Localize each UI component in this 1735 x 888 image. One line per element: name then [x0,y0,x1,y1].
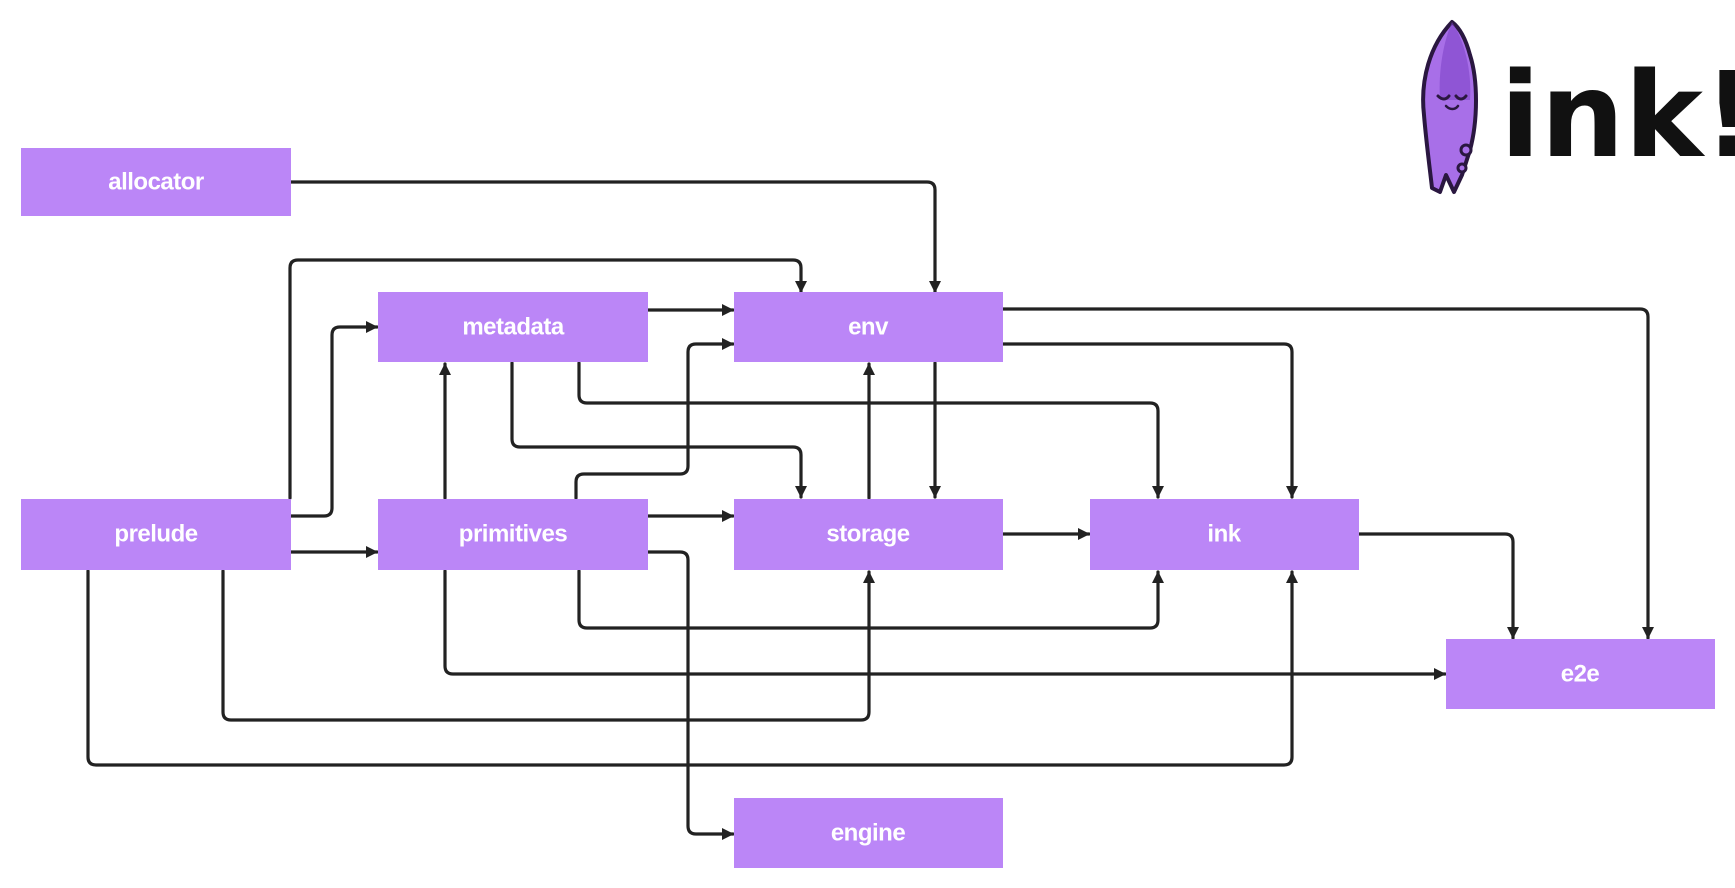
node-label: storage [826,520,909,547]
node-label: e2e [1561,660,1600,687]
node-engine: engine [734,798,1003,868]
node-ink: ink [1090,499,1359,570]
node-metadata: metadata [378,292,648,362]
edge-prelude-ink [86,569,1298,767]
node-storage: storage [734,499,1003,570]
node-label: engine [831,819,905,846]
node-allocator: allocator [21,148,291,216]
ink-logo: ink! [1421,20,1735,194]
edge-primitives-ink [577,569,1164,630]
squid-mascot-icon [1421,20,1478,194]
node-primitives: primitives [378,499,648,570]
node-label: env [848,313,889,340]
nodes: allocator metadata env prelude primitive… [21,148,1715,868]
edge-ink-e2e [1357,532,1519,640]
edge-prelude-storage [221,569,875,722]
node-label: primitives [459,520,568,547]
edge-primitives-engine [646,550,735,840]
edge-primitives-e2e [443,569,1447,680]
node-label: ink [1207,520,1241,547]
node-prelude: prelude [21,499,291,570]
node-env: env [734,292,1003,362]
node-label: prelude [114,520,197,547]
node-label: allocator [108,168,204,195]
edge-env-ink [1001,342,1298,499]
logo-wordmark: ink! [1500,46,1735,184]
node-label: metadata [462,313,565,340]
edge-env-e2e [1001,307,1654,640]
edge-allocator-env [289,180,941,294]
edge-prelude-metadata [289,321,379,518]
node-e2e: e2e [1446,639,1715,709]
edge-metadata-storage [510,361,807,499]
edge-primitives-env [574,338,735,500]
edge-prelude-env [288,258,807,500]
edges [86,180,1654,840]
